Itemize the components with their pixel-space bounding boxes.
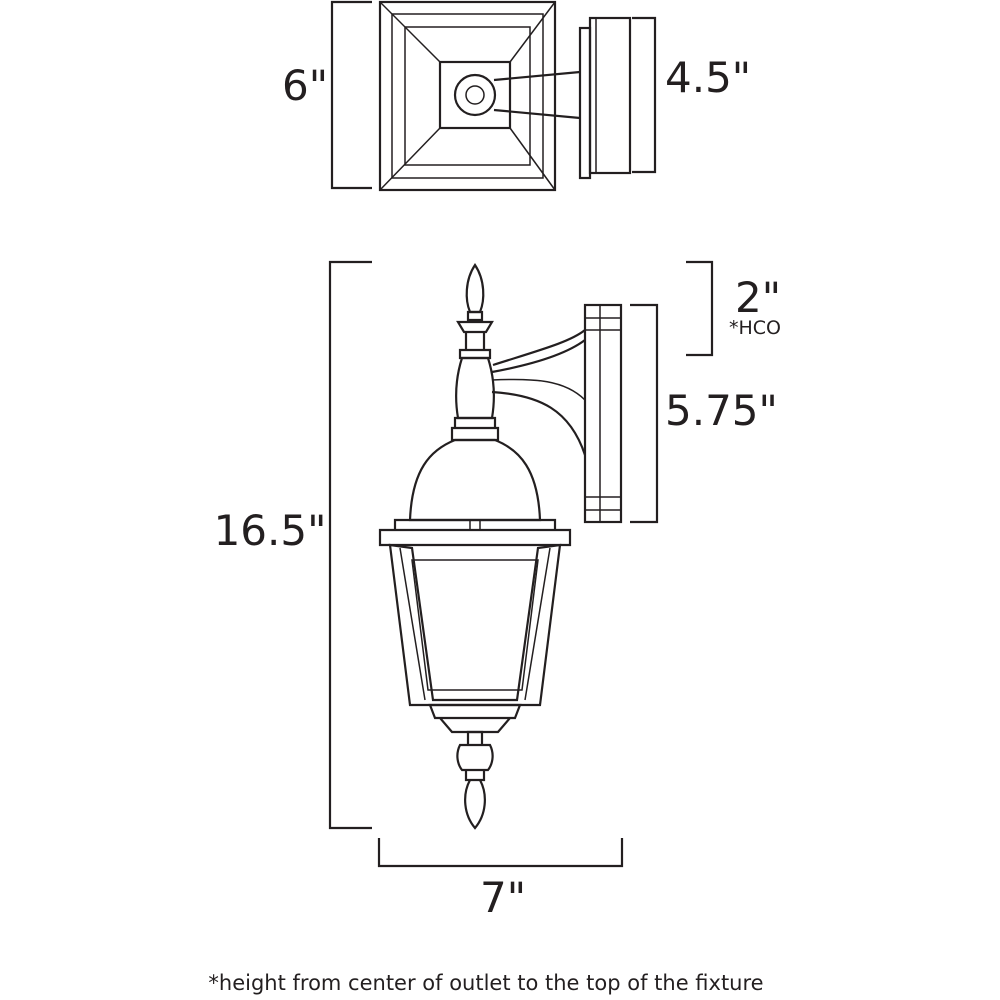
width-bracket xyxy=(377,838,624,868)
backplate-height-label: 5.75" xyxy=(665,386,778,435)
backplate-height-bracket xyxy=(630,303,659,524)
backplate-width-bracket xyxy=(632,16,657,174)
height-bracket xyxy=(328,260,372,830)
top-square-shade xyxy=(378,0,557,192)
height-label: 16.5" xyxy=(214,506,327,555)
depth-bracket xyxy=(330,0,372,190)
bell-cap xyxy=(408,438,542,522)
wall-plate xyxy=(583,303,623,524)
hco-bracket xyxy=(686,260,714,357)
depth-label: 6" xyxy=(282,61,328,110)
top-finial xyxy=(465,263,485,314)
arm xyxy=(491,329,587,456)
neck xyxy=(455,356,495,420)
hco-note: *HCO xyxy=(729,317,781,339)
backplate-width-label: 4.5" xyxy=(665,53,751,102)
side-view-lantern xyxy=(378,263,623,830)
glass-cage xyxy=(388,543,562,707)
width-label: 7" xyxy=(480,873,526,922)
footnote: *height from center of outlet to the top… xyxy=(208,971,763,995)
bottom-finial xyxy=(456,730,494,830)
top-arm xyxy=(493,16,632,180)
top-view: 6" 4.5" xyxy=(282,0,751,192)
hco-label: 2" xyxy=(735,273,781,322)
